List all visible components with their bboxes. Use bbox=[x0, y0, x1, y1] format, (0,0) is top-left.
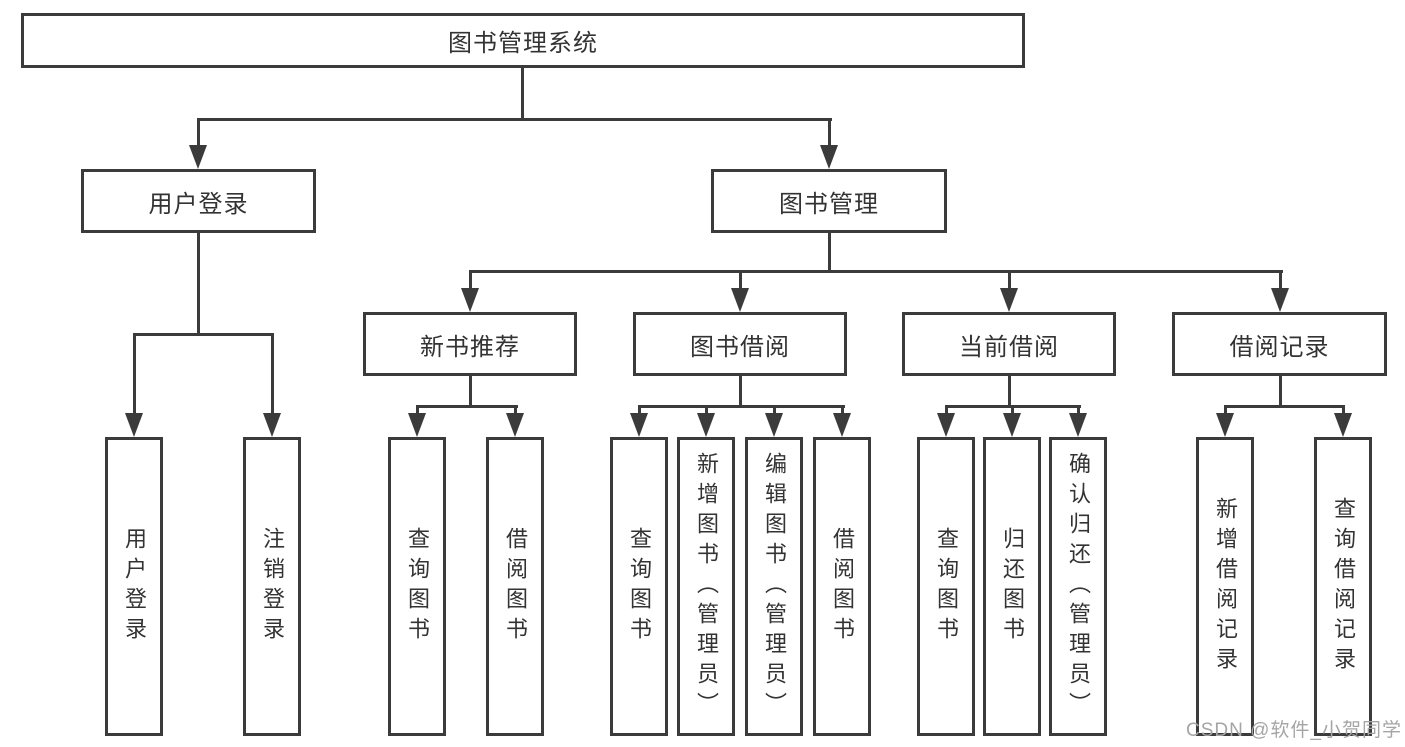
arrowhead bbox=[263, 413, 281, 437]
connector bbox=[469, 376, 472, 408]
connector bbox=[1279, 376, 1282, 408]
node-user-login: 用户登录 bbox=[81, 169, 316, 233]
connector bbox=[197, 233, 200, 334]
node-book-mgmt: 图书管理 bbox=[711, 169, 947, 233]
connector bbox=[514, 405, 517, 417]
connector bbox=[197, 118, 832, 121]
arrowhead bbox=[1216, 413, 1234, 437]
connector bbox=[773, 405, 776, 417]
arrowhead bbox=[461, 288, 479, 312]
arrowhead bbox=[506, 413, 524, 437]
arrowhead bbox=[1334, 413, 1352, 437]
connector bbox=[469, 270, 1283, 273]
leaf-confirm-return-admin: 确认归还（管理员） bbox=[1049, 437, 1107, 736]
connector bbox=[271, 333, 274, 416]
arrowhead bbox=[1069, 413, 1087, 437]
connector bbox=[416, 405, 419, 417]
connector bbox=[828, 233, 831, 273]
arrowhead bbox=[189, 145, 207, 169]
csdn-watermark: CSDN @软件_小贺同学 bbox=[1186, 720, 1402, 741]
leaf-edit-book-admin: 编辑图书（管理员） bbox=[745, 437, 803, 736]
node-book-borrow: 图书借阅 bbox=[633, 312, 847, 376]
node-root: 图书管理系统 bbox=[21, 13, 1025, 68]
arrowhead bbox=[125, 413, 143, 437]
connector bbox=[1224, 405, 1227, 417]
connector bbox=[133, 333, 136, 416]
leaf-query-borrow-record: 查询借阅记录 bbox=[1314, 437, 1372, 736]
connector bbox=[638, 405, 641, 417]
arrowhead bbox=[731, 288, 749, 312]
node-borrow-record: 借阅记录 bbox=[1172, 312, 1387, 376]
connector bbox=[133, 333, 274, 336]
connector bbox=[739, 376, 742, 408]
connector bbox=[1342, 405, 1345, 417]
leaf-add-borrow-record: 新增借阅记录 bbox=[1196, 437, 1254, 736]
connector bbox=[1224, 405, 1344, 408]
arrowhead bbox=[765, 413, 783, 437]
connector bbox=[945, 405, 948, 417]
connector bbox=[1011, 405, 1014, 417]
arrowhead bbox=[1003, 413, 1021, 437]
leaf-add-book-admin: 新增图书（管理员） bbox=[677, 437, 735, 736]
connector bbox=[416, 405, 518, 408]
connector bbox=[469, 270, 472, 292]
node-current-borrow: 当前借阅 bbox=[902, 312, 1116, 376]
arrowhead bbox=[937, 413, 955, 437]
connector bbox=[197, 118, 200, 148]
connector bbox=[739, 270, 742, 292]
connector bbox=[1008, 270, 1011, 292]
leaf-query-book-borrow: 查询图书 bbox=[610, 437, 668, 736]
leaf-query-book-rec: 查询图书 bbox=[388, 437, 446, 736]
leaf-logout: 注销登录 bbox=[243, 437, 301, 736]
connector bbox=[521, 68, 524, 120]
leaf-query-book-current: 查询图书 bbox=[917, 437, 975, 736]
arrowhead bbox=[1271, 288, 1289, 312]
connector bbox=[828, 118, 831, 148]
node-new-book-rec: 新书推荐 bbox=[363, 312, 577, 376]
arrowhead bbox=[820, 145, 838, 169]
connector bbox=[841, 405, 844, 417]
arrowhead bbox=[630, 413, 648, 437]
leaf-user-login: 用户登录 bbox=[105, 437, 163, 736]
connector bbox=[1077, 405, 1080, 417]
leaf-borrow-book: 借阅图书 bbox=[813, 437, 871, 736]
connector bbox=[1279, 270, 1282, 292]
arrowhead bbox=[1000, 288, 1018, 312]
connector bbox=[1008, 376, 1011, 408]
arrowhead bbox=[408, 413, 426, 437]
connector bbox=[705, 405, 708, 417]
arrowhead bbox=[833, 413, 851, 437]
leaf-return-book: 归还图书 bbox=[983, 437, 1041, 736]
leaf-borrow-book-rec: 借阅图书 bbox=[486, 437, 544, 736]
arrowhead bbox=[697, 413, 715, 437]
connector bbox=[638, 405, 845, 408]
